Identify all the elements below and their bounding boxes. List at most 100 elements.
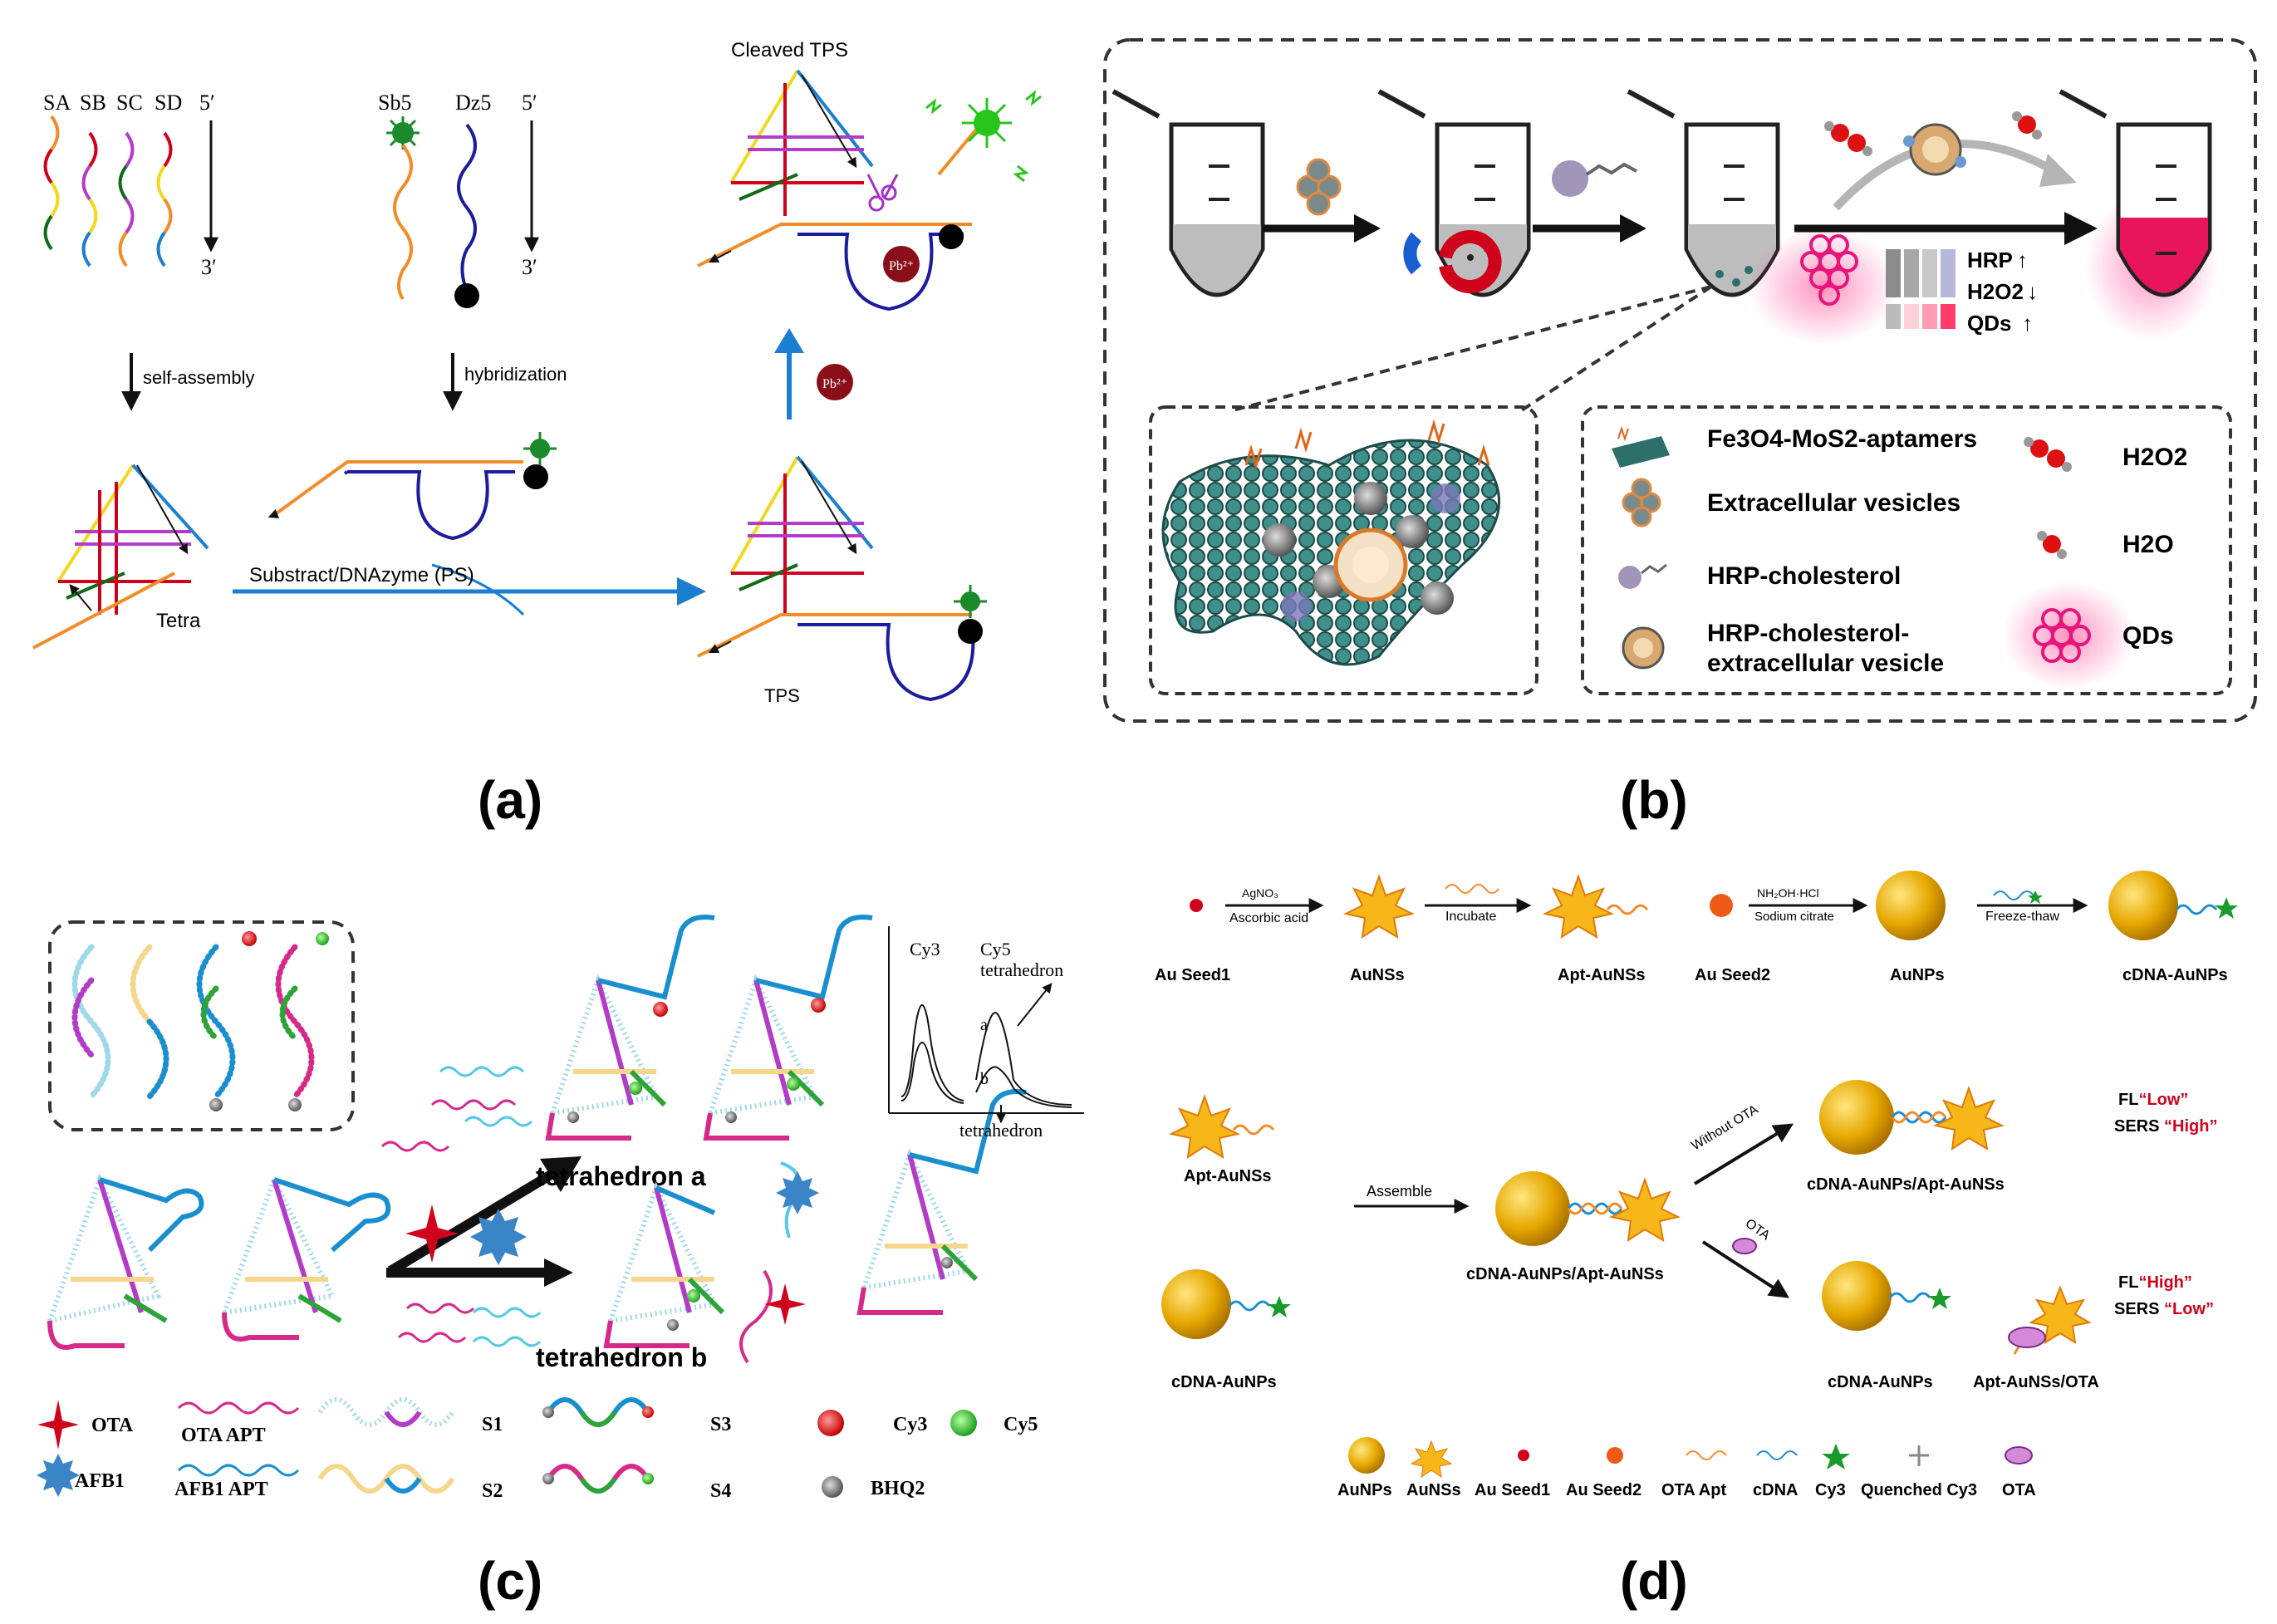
cdna-aunps-cy3-2 [1268,1296,1291,1317]
strand-label-sc: SC [116,91,143,115]
fe3o4-mos2-icon [1612,425,1670,468]
tetrahedron-tps [697,455,975,702]
bhq2-dot-b1 [667,1319,679,1331]
legend-cy3-icon [817,1410,844,1436]
legend-afb1-icon [37,1454,80,1497]
legend-ota-apt-icon [177,1401,300,1415]
ps-tail [431,563,525,616]
legend-cdna: cDNA [1753,1481,1798,1499]
apt-aunss-label-2: Apt-AuNSs [1184,1167,1272,1185]
fl-low-label: FL“Low” [2118,1091,2188,1109]
step-arrow-3-head [2064,212,2098,245]
result-complex-label: cDNA-AuNPs/Apt-AuNSs [1807,1175,2005,1194]
sers-low-label: SERS “Low” [2114,1300,2214,1318]
step-arrow-2-head [1620,214,1646,243]
strand-label-dz5: Dz5 [455,91,491,115]
fluorophore-star-icon-2 [523,432,557,465]
au-seed2-label: Au Seed2 [1695,966,1770,984]
fl-high-label: FL“High” [2118,1273,2192,1292]
legend-bhq2: BHQ2 [871,1478,925,1499]
aunps-label: AuNPs [1890,966,1945,984]
complex-label: cDNA-AuNPs/Apt-AuNSs [1466,1265,1664,1283]
scissors-icon [866,174,899,212]
legend-aunss: AuNSs [1406,1481,1461,1499]
panel-b-label: (b) [1620,770,1688,830]
apt-aunss-icon [1543,873,1649,940]
legend-seed2-icon [1607,1447,1623,1464]
quencher-icon-2 [523,464,548,489]
legend-s3: S3 [710,1414,731,1435]
complex-aunss-icon [1609,1176,1681,1243]
zoom-lines [1229,285,1713,413]
pb-ion-label: Pb²⁺ [822,377,847,391]
qds-up-icon: ↑ [2022,311,2033,336]
arrow-to-a [387,1166,560,1276]
cy5-dot-a1 [629,1082,642,1095]
panel-c: tetrahedron a tetrahedron b [37,915,1084,1611]
legend-cdna-icon [1756,1450,1798,1460]
quencher-icon-4 [939,224,964,249]
result-aunss [1933,1085,2005,1151]
arrow-to-a-head [540,1156,582,1192]
fluorophore-star-icon [386,116,420,150]
legend-s4-icon [546,1464,650,1494]
legend-s2: S2 [482,1480,503,1502]
legend-s1-icon-b [384,1411,422,1427]
assemble-label: Assemble [1367,1183,1432,1200]
spectrum-tetrahedron-top: tetrahedron [980,959,1063,980]
five-prime-label: 5′ [199,91,215,115]
hybridization-label: hybridization [464,364,567,385]
legend-cy3-d: Cy3 [1815,1481,1846,1499]
hrp-up-icon: ↑ [2017,248,2028,272]
legend-fe3o4: Fe3O4-MoS2-aptamers [1707,425,1977,453]
three-prime-label-2: 3′ [522,255,537,279]
hrp-label: HRP [1967,248,2013,272]
legend-aunss-icon [1410,1440,1453,1479]
au-seed1-icon [1190,899,1203,912]
legend-hrp-cholesterol-icon [1618,563,1667,589]
legend-s4-cy5 [642,1473,654,1484]
cdna-aunps-icon-2 [1161,1269,1231,1339]
result-apt [1891,1111,1947,1124]
result-ota-blob [2008,1327,2046,1348]
without-ota-label: Without OTA [1689,1102,1761,1153]
legend-hrp-ev-1: HRP-cholesterol- [1707,620,1909,647]
legend-ota-apt-icon-d [1686,1450,1727,1460]
legend-hrp-ev-2: extracellular vesicle [1707,650,1944,677]
legend-ota-apt-d: OTA Apt [1661,1481,1726,1499]
qds-label: QDs [1967,311,2011,336]
legend-hrp-ev-icon [1622,626,1665,670]
cy3-dot [242,931,257,946]
cdna-aunps-cy3 [2215,897,2238,919]
substrate-dnazyme [267,460,523,541]
agno3-label: AgNO₃ [1242,886,1278,900]
tps-label: TPS [764,685,800,706]
legend-qds-icon [2033,608,2091,663]
spectrum-a: a [980,1016,988,1034]
legend-s1: S1 [482,1414,503,1435]
afb1-icon [470,1209,527,1265]
strand-s1-s4 [71,944,315,1100]
aunss-star-icon [1343,873,1415,940]
spectrum-cy3: Cy3 [910,939,940,959]
legend-quenched: Quenched Cy3 [1861,1481,1977,1499]
ota-bound-aptamer [739,1269,806,1364]
assembly-arrow-head [677,577,706,606]
result-cdna-aunps-label: cDNA-AuNPs [1828,1373,1933,1391]
legend-qds-glow [2002,581,2135,689]
fluorophore-star-icon-3 [954,585,987,618]
tetrahedron-a-label: tetrahedron a [536,1161,706,1191]
tube-4 [2059,89,2212,297]
tetrahedron-b-label: tetrahedron b [536,1342,707,1372]
panel-a: SA SB SC SD 5′ 3′ Sb5 Dz5 5′ 3′ [32,39,1042,830]
strand-label-sd: SD [155,91,182,115]
free-aptamers-top [380,1066,533,1152]
panel-b: HRP ↑ H2O2 ↓ QDs ↑ [1103,38,2257,830]
legend-s4-icon-b [579,1477,617,1494]
legend-s2-icon-b [384,1477,422,1494]
legend-h2o2: H2O2 [2122,444,2187,471]
tube-2 [1377,89,1531,297]
spectrum-tetrahedron-bottom: tetrahedron [959,1120,1043,1141]
au-seed1-label: Au Seed1 [1155,966,1230,984]
